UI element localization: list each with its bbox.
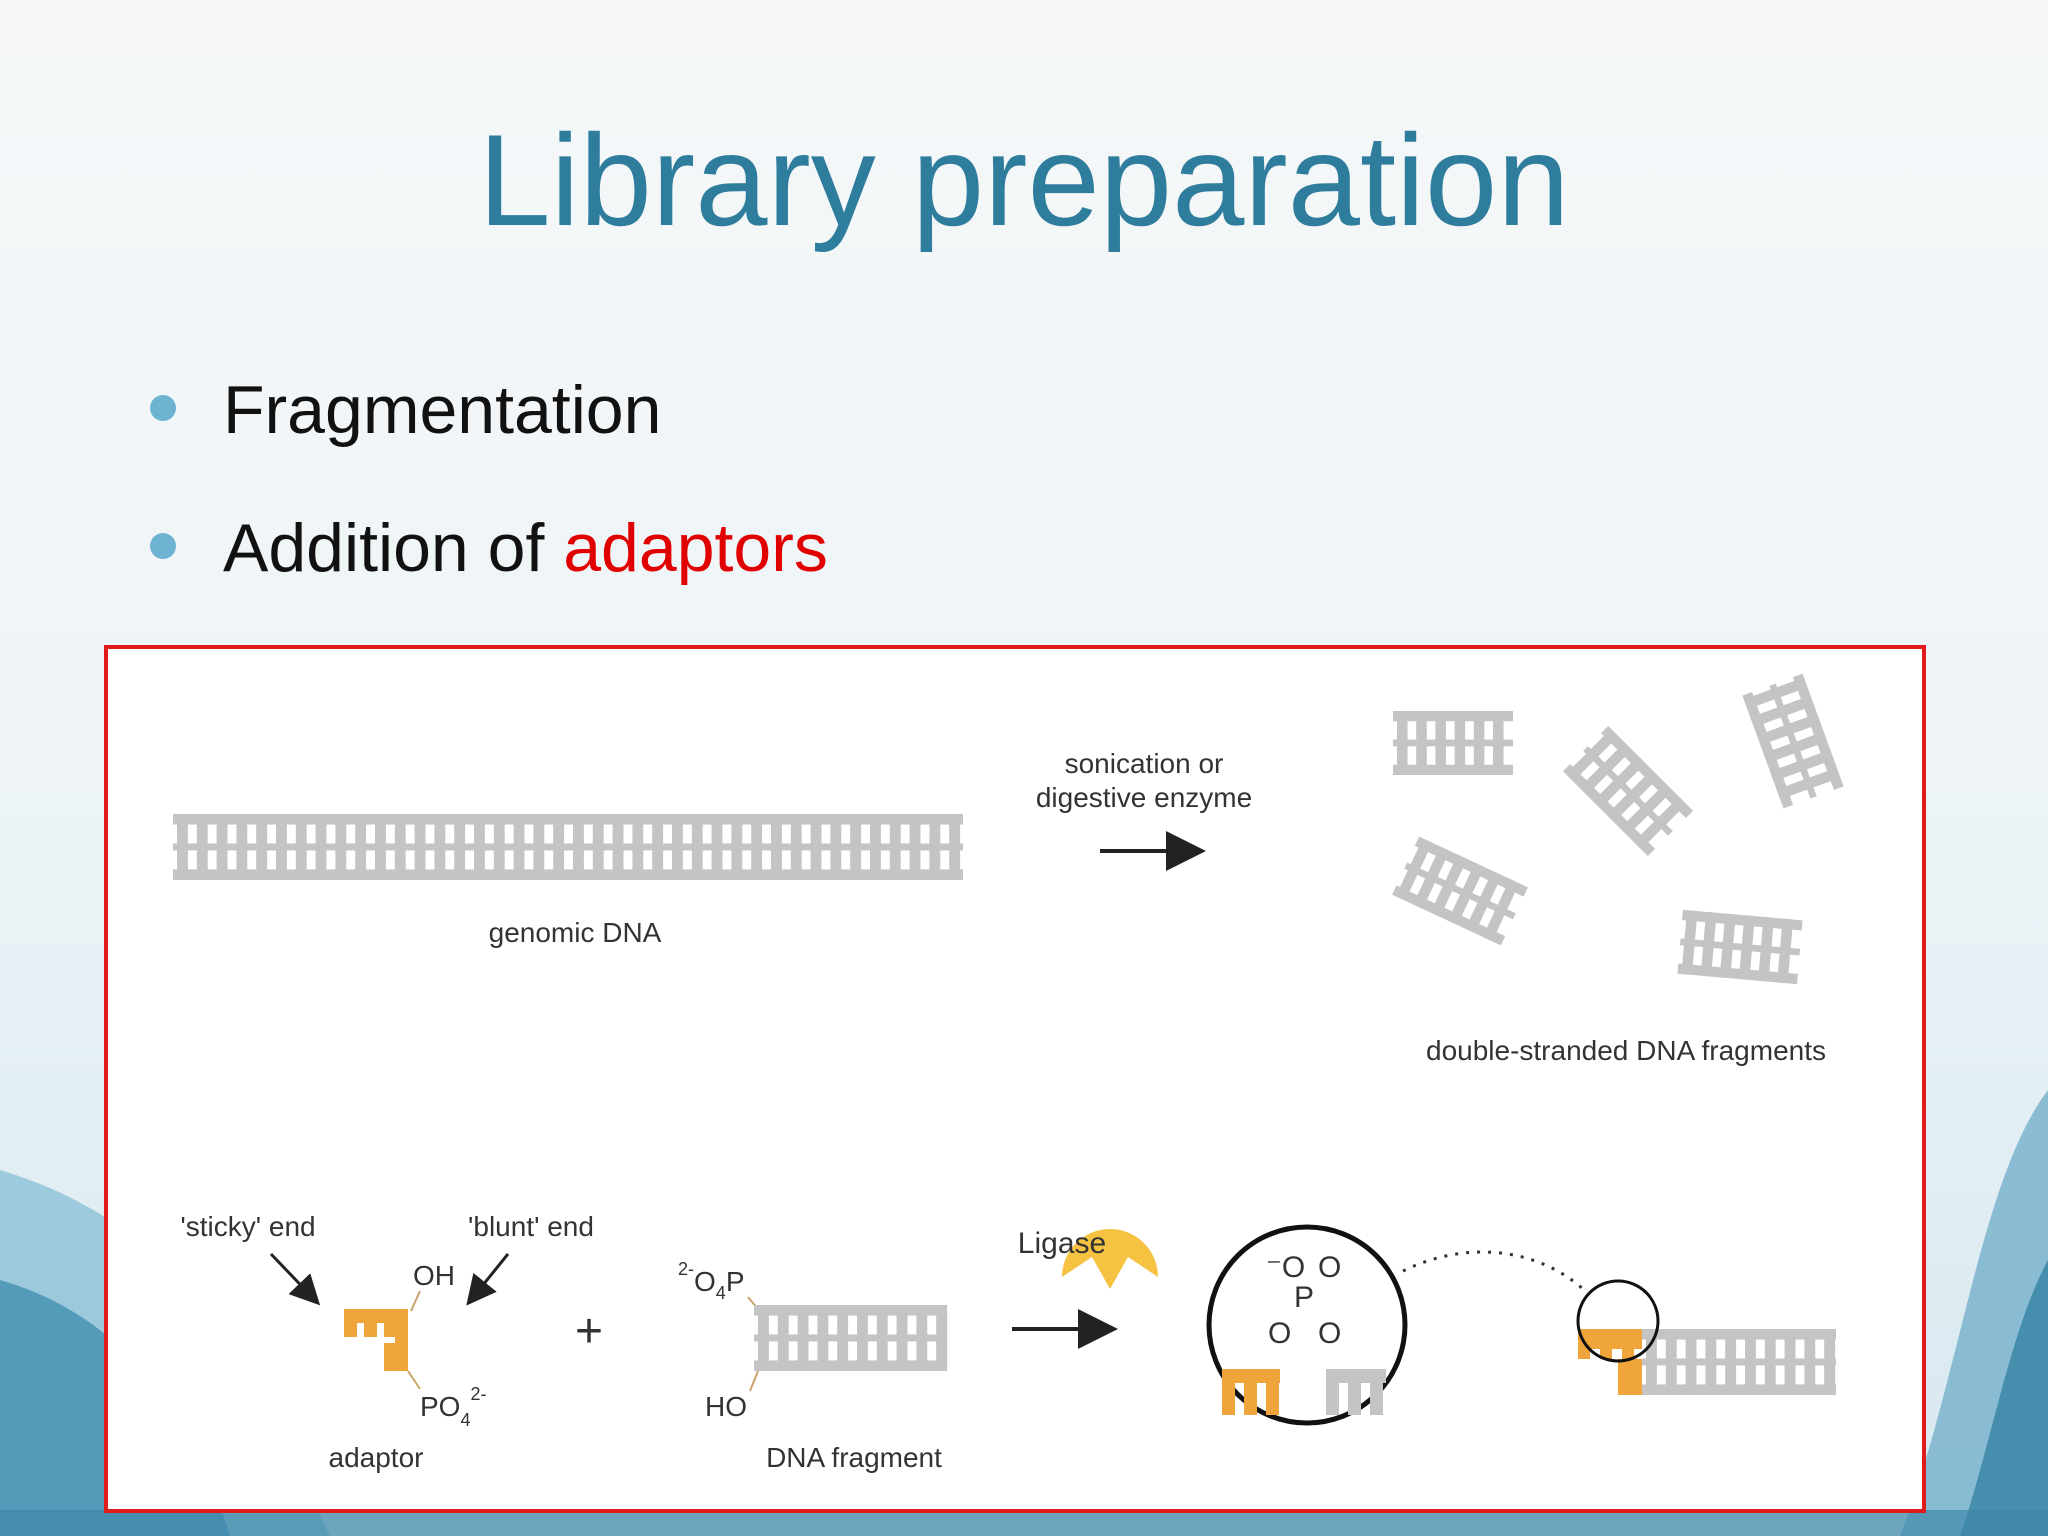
po4-label: PO42-	[420, 1384, 487, 1430]
bullet-dot-icon	[150, 533, 176, 559]
ligated-product-icon	[1578, 1329, 1836, 1395]
bullet-dot-icon	[150, 395, 176, 421]
plus-sign: +	[575, 1305, 603, 1358]
slide-title: Library preparation	[478, 107, 1570, 253]
bullet-text-prefix: Addition of	[223, 510, 564, 586]
dna-fragment-icon	[754, 1305, 948, 1371]
bullet-text: Fragmentation	[223, 372, 662, 448]
dna-fragment-label: DNA fragment	[766, 1442, 942, 1473]
genomic-dna-icon	[173, 814, 963, 880]
bullet-highlight: adaptors	[563, 510, 828, 586]
dna-fragments-group	[1392, 673, 1844, 985]
ho-label: HO	[705, 1391, 747, 1422]
sticky-end-arrow-icon	[269, 1252, 321, 1306]
genomic-dna-label: genomic DNA	[489, 917, 662, 948]
adaptor-icon	[344, 1309, 408, 1371]
bullet-item: Addition of adaptors	[145, 503, 828, 641]
sticky-end-label: 'sticky' end	[180, 1211, 315, 1242]
diagram-frame: genomic DNA sonication or digestive enzy…	[104, 645, 1926, 1513]
method-label-line2: digestive enzyme	[1036, 782, 1252, 813]
bullet-list: Fragmentation Addition of adaptors	[145, 365, 828, 641]
ligase-label: Ligase	[1018, 1227, 1106, 1260]
phosphate-o-left: O	[1268, 1317, 1291, 1350]
phosphate-p: P	[1294, 1281, 1314, 1314]
bullet-item: Fragmentation	[145, 365, 828, 503]
blunt-end-label: 'blunt' end	[468, 1211, 594, 1242]
blunt-end-arrow-icon	[466, 1253, 510, 1306]
o4p-label: 2-O4P	[678, 1259, 745, 1303]
method-label-line1: sonication or	[1065, 748, 1224, 779]
library-prep-diagram: genomic DNA sonication or digestive enzy…	[173, 673, 1844, 1473]
adaptor-label: adaptor	[329, 1442, 424, 1473]
phosphate-o-right: O	[1318, 1317, 1341, 1350]
ligase-icon	[1062, 1229, 1158, 1289]
oh-label: OH	[413, 1260, 455, 1291]
ligation-site-circle	[1576, 1279, 1660, 1363]
joined-ends-icon	[1222, 1369, 1386, 1415]
phosphate-o-top: O	[1318, 1251, 1341, 1284]
phosphate-o-minus: ⁻O	[1266, 1251, 1305, 1284]
fragments-label: double-stranded DNA fragments	[1426, 1035, 1826, 1066]
